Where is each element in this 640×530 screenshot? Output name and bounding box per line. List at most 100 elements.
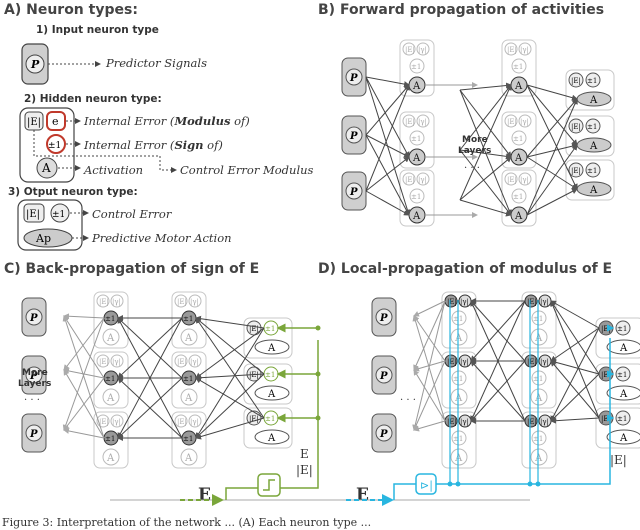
d-h1-1-sign-node xyxy=(451,370,467,386)
b-out0-abs-symbol: |E| xyxy=(571,77,581,85)
c-edge-o2-h22 xyxy=(195,417,265,440)
output-action-symbol: Ap xyxy=(35,232,51,245)
panel-a-title: A) Neuron types: xyxy=(4,2,138,18)
panel-d-dots: . . . xyxy=(400,392,416,403)
d-in1-input-symbol: P xyxy=(379,371,388,382)
c-h2-2-abs-symbol: |E| xyxy=(177,418,187,426)
b-h2-0-sign-symbol: ±1 xyxy=(513,63,523,71)
d-edge-h12-back2 xyxy=(413,420,446,432)
c-out2-abs-symbol: |E| xyxy=(249,415,259,423)
b-h1-0-sign-node xyxy=(409,58,425,74)
d-edge-o1-h22 xyxy=(550,373,600,422)
b-edge-in2-h1 xyxy=(365,156,410,192)
d-out0-box xyxy=(595,317,640,359)
input-neuron-symbol: P xyxy=(30,58,40,71)
d-in0-input-node xyxy=(375,308,393,326)
predictive-motor-action-label: Predictive Motor Action xyxy=(92,231,232,245)
output-neuron-heading: 3) Otput neuron type: xyxy=(8,186,138,198)
d-out2-sign-node xyxy=(615,410,631,426)
c-out2-act-node xyxy=(254,429,290,445)
step-function-icon xyxy=(263,479,275,491)
c-h1-1-abs-symbol: |E| xyxy=(99,358,109,366)
c-h2-0-abs-symbol: |E| xyxy=(177,298,187,306)
d-h2-0-gamma-symbol: |γ| xyxy=(540,298,549,306)
d-edge-h21-h10 xyxy=(470,300,526,362)
d-edge-o2-h21 xyxy=(550,360,600,419)
b-in0-input-symbol: P xyxy=(349,73,358,84)
d-h2-1-sign-node xyxy=(531,370,547,386)
d-out1-box xyxy=(595,363,640,405)
c-edge-h22-h10 xyxy=(117,317,183,439)
output-abs-error-node xyxy=(23,203,45,223)
b-h1-1-sign-node xyxy=(409,130,425,146)
b-h2-0-abs-symbol: |E| xyxy=(507,46,517,54)
c-h1-0-sign-symbol: ±1 xyxy=(105,315,115,323)
c-out0-abs-symbol: |E| xyxy=(249,325,259,333)
b-h2-1-sign-node xyxy=(511,130,527,146)
d-h1-2-abs-symbol: |E| xyxy=(447,418,457,426)
d-h2-0-box xyxy=(521,291,557,349)
d-edge-h11-back1 xyxy=(413,360,446,372)
b-h2-1-sign-symbol: ±1 xyxy=(513,135,523,143)
b-out2-sign-symbol: ±1 xyxy=(587,167,597,175)
c-h1-1-abs-node xyxy=(96,354,110,368)
b-h1-2-act-symbol: A xyxy=(412,211,421,222)
panel-b-title: B) Forward propagation of activities xyxy=(318,2,605,18)
d-in1-input-node xyxy=(375,366,393,384)
c-h1-0-abs-node xyxy=(96,294,110,308)
d-h1-0-abs-symbol: |E| xyxy=(447,298,457,306)
b-h1-0-gamma-symbol: |γ| xyxy=(418,46,427,54)
b-edge-h20-o0 xyxy=(526,84,578,101)
b-h2-0-gamma-node xyxy=(518,42,532,56)
b-h2-2-gamma-node xyxy=(518,172,532,186)
d-out1-abs-symbol: |E| xyxy=(601,371,611,379)
c-h2-1-gamma-node xyxy=(188,354,202,368)
b-edge-h20-o1 xyxy=(526,84,578,146)
b-edge-in1-h2 xyxy=(365,134,410,216)
b-out1-act-symbol: A xyxy=(589,141,598,152)
c-out1-sign-symbol: ±1 xyxy=(265,371,275,379)
d-h2-1-gamma-symbol: |γ| xyxy=(540,358,549,366)
b-edge-in2-h2 xyxy=(365,190,410,216)
c-out0-sign-symbol: ±1 xyxy=(265,325,275,333)
d-edge-h10-back1 xyxy=(413,300,446,371)
b-h2-1-abs-node xyxy=(504,114,518,128)
sign-node xyxy=(46,134,66,154)
d-out0-act-node xyxy=(606,339,640,355)
d-out0-sign-symbol: ±1 xyxy=(617,325,627,333)
b-h1-1-act-symbol: A xyxy=(412,153,421,164)
c-h2-1-sign-symbol: ±1 xyxy=(183,375,193,383)
c-h1-2-act-symbol: A xyxy=(106,453,115,464)
d-h1-1-box xyxy=(441,351,477,409)
d-h1-0-act-node xyxy=(450,328,468,346)
d-h2-2-abs-symbol: |E| xyxy=(527,418,537,426)
input-neuron-node xyxy=(25,54,45,74)
d-out1-act-node xyxy=(606,385,640,401)
c-h2-1-box xyxy=(171,351,207,409)
panel-d-title: D) Local-propagation of modulus of E xyxy=(318,261,613,277)
d-edge-h12-back0 xyxy=(412,315,446,422)
d-out0-abs-symbol: |E| xyxy=(601,325,611,333)
panel-a: P |E| e ±1 A |E| ±1 Ap xyxy=(17,43,177,251)
panel-c-more-layers-1: More xyxy=(22,368,48,378)
cyan-feed-line xyxy=(393,483,416,500)
c-h1-2-act-node xyxy=(102,448,120,466)
b-out0-act-symbol: A xyxy=(589,95,598,106)
panel-c-dots: . . . xyxy=(24,392,40,403)
activation-node xyxy=(36,157,58,179)
c-edge-h10-back1 xyxy=(63,317,105,371)
d-h1-2-act-node xyxy=(450,448,468,466)
b-edge-in0-h1 xyxy=(365,76,410,158)
c-h2-1-act-node xyxy=(180,388,198,406)
c-h1-1-gamma-node xyxy=(110,354,124,368)
c-edge-o1-h22 xyxy=(195,373,265,439)
c-in2-input-node xyxy=(25,424,43,442)
d-out0-act-symbol: A xyxy=(619,343,628,354)
d-edge-o1-h21 xyxy=(550,359,600,375)
b-edge-in1-h1 xyxy=(365,134,410,158)
d-h2-2-box xyxy=(521,411,557,469)
activation-symbol: A xyxy=(41,161,51,175)
d-edge-o0-h20 xyxy=(550,300,600,329)
d-out2-sign-symbol: ±1 xyxy=(617,415,627,423)
d-h2-1-box xyxy=(521,351,557,409)
